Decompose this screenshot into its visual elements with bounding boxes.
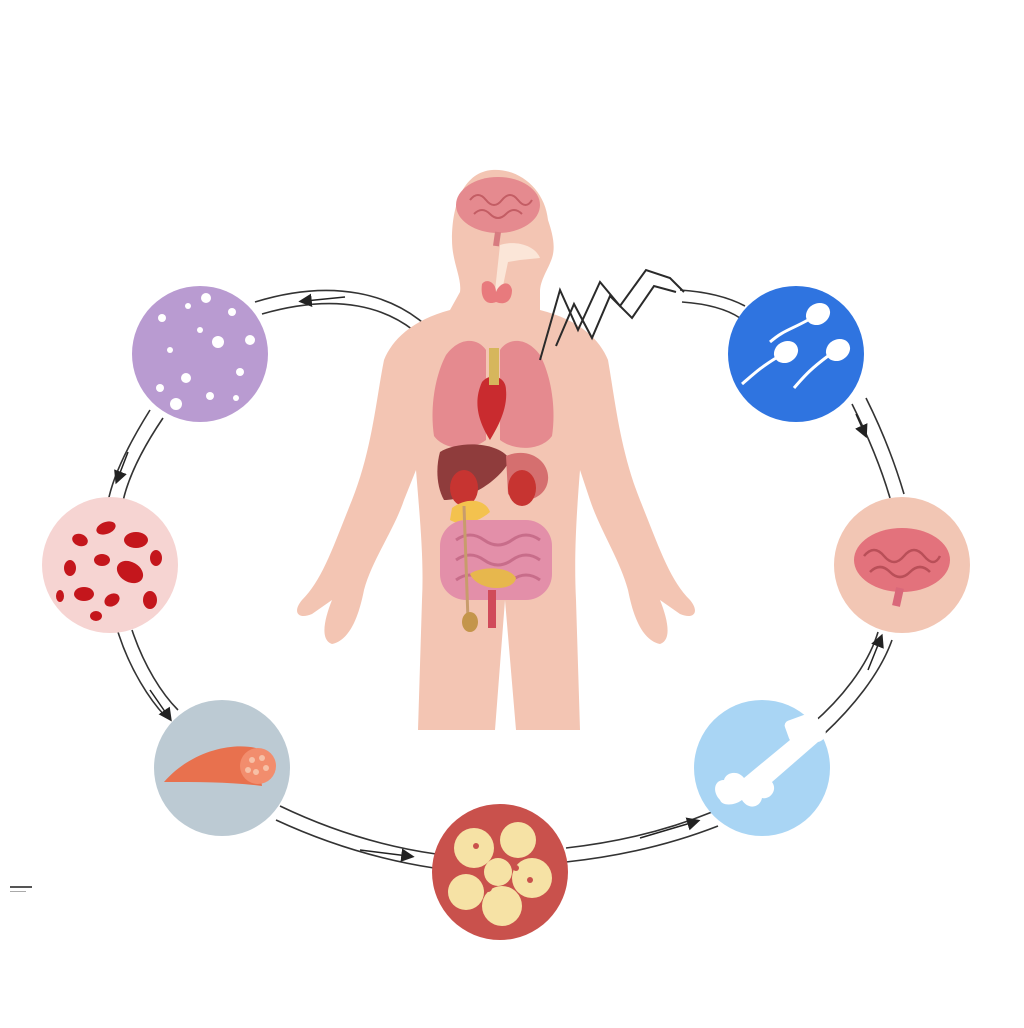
blood-cells-icon (56, 521, 162, 621)
thyroid (481, 281, 512, 304)
right-down-arrow (855, 413, 868, 439)
bladder (470, 568, 516, 589)
muscle-out-arrow (149, 689, 172, 722)
cycle-arrows (114, 293, 884, 862)
smoke-wave-inner (555, 284, 677, 347)
node-red-blood-cells (42, 497, 178, 633)
node-fat-lobules (432, 804, 568, 940)
human-body (297, 169, 695, 730)
bone-in-arrow (639, 817, 701, 839)
left-down-arrow (114, 451, 129, 485)
muscle-icon (164, 746, 276, 786)
lungs (432, 340, 554, 448)
node-bone-tissue (694, 700, 830, 836)
node-brain-neurons (834, 497, 970, 633)
trachea (494, 243, 540, 300)
heart (477, 376, 507, 440)
node-adipose-fat-cells (132, 286, 268, 422)
head-brain (456, 177, 540, 247)
corner-mark (10, 886, 32, 896)
left-up-arrow (298, 293, 346, 308)
fat-lobules-icon (448, 822, 552, 926)
ureter-left (462, 505, 470, 621)
node-muscle-fiber (154, 700, 290, 836)
fat-cells-icon (156, 293, 255, 410)
right-kidney (508, 470, 536, 506)
pancreas (450, 500, 490, 524)
node-sperm-cells (728, 286, 864, 422)
sperm-icon (741, 302, 851, 389)
fat-in-arrow (359, 848, 415, 862)
organ-drop (462, 612, 478, 632)
left-kidney (450, 470, 478, 506)
right-up-arrow (867, 633, 884, 671)
bone-icon (715, 712, 826, 807)
smoke-wave (539, 268, 685, 361)
brain-icon (854, 528, 950, 607)
cell-nodes (42, 286, 970, 940)
